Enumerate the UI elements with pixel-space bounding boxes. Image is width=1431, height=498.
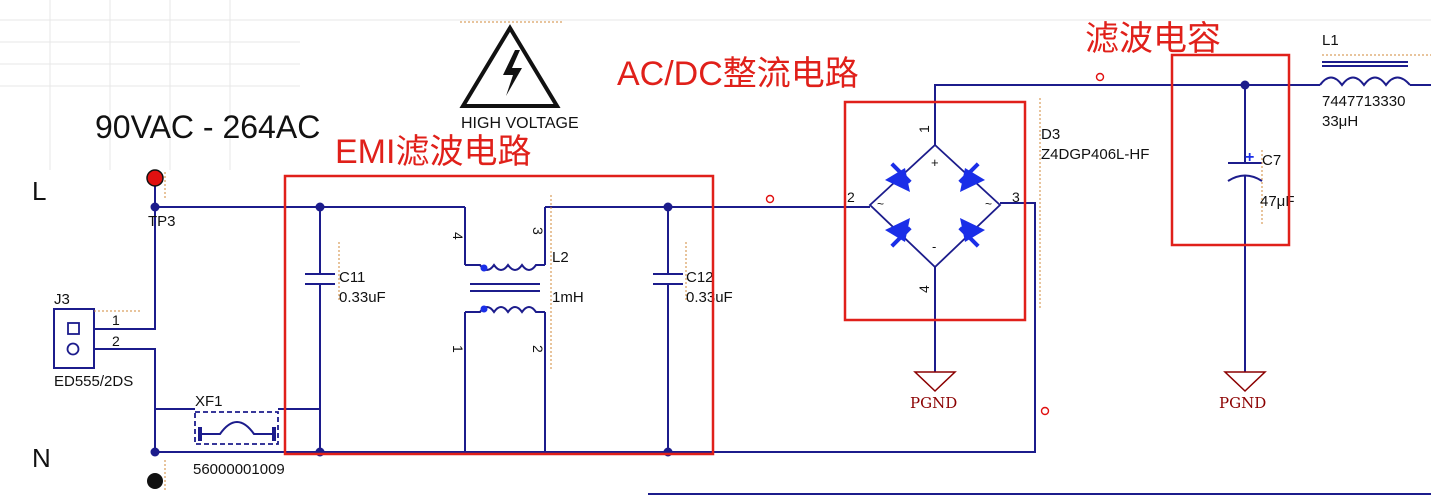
svg-text:+: + [931,155,939,170]
acdc-title: AC/DC整流电路 [617,55,859,93]
net-markers [765,72,1105,416]
c12-ref: C12 [686,269,714,286]
pgnd-symbol-cap: PGND [1219,371,1267,412]
pgnd-symbol-bridge: PGND [910,371,957,412]
c7-ref: C7 [1262,152,1281,169]
svg-text:-: - [932,239,936,254]
c11-ref: C11 [339,269,365,286]
svg-text:~: ~ [985,197,992,211]
l2-pin4: 4 [450,232,466,240]
filter-cap-title: 滤波电容 [1085,20,1221,58]
l2-ref: L2 [552,249,569,266]
pgnd-label-2: PGND [1219,394,1266,412]
l2-pin2: 2 [530,345,546,353]
acdc-rectifier-annotation: AC/DC整流电路 [617,55,1027,322]
polarity-plus-icon: + [1245,149,1254,166]
j3-pin1: 1 [112,312,120,328]
l1-inductor[interactable]: L1 7447713330 33μH [1319,32,1431,130]
neutral-test-point[interactable] [147,460,166,490]
l2-pin3: 3 [530,227,546,235]
d3-pin4: 4 [916,285,932,293]
j3-value: ED555/2DS [54,373,133,390]
input-voltage-label: 90VAC - 264AC [95,109,320,145]
l1-value2: 33μH [1322,113,1358,130]
c7-value: 47μF [1260,193,1295,210]
c12-capacitor[interactable]: C12 0.33uF [653,242,733,306]
lightning-bolt-icon [503,50,522,96]
warning-text: HIGH VOLTAGE [461,115,579,132]
j3-pin2: 2 [112,333,120,349]
d3-bridge-rectifier[interactable]: + - ~ ~ 1 2 3 4 D3 Z4DGP406L-HF [847,98,1149,310]
d3-pin3: 3 [1012,189,1020,205]
d3-pin1: 1 [916,125,932,133]
l2-value: 1mH [552,289,584,306]
c7-capacitor[interactable]: + C7 47μF [1227,149,1295,225]
neutral-terminal-label: N [32,443,51,473]
emi-filter-annotation: EMI滤波电路 [283,133,715,456]
d3-pin2: 2 [847,189,855,205]
j3-connector[interactable]: J3 1 2 ED555/2DS [53,291,140,390]
pgnd-label-1: PGND [910,394,957,412]
l1-value: 7447713330 [1322,93,1405,110]
c11-value: 0.33uF [339,289,386,306]
c11-capacitor[interactable]: C11 0.33uF [305,242,386,306]
high-voltage-warning: HIGH VOLTAGE [459,21,579,132]
d3-value: Z4DGP406L-HF [1041,146,1149,163]
svg-text:~: ~ [877,197,884,211]
xf1-ref: XF1 [195,393,223,410]
line-terminal-label: L [32,176,46,206]
tp3-ref: TP3 [148,213,176,230]
xf1-fuse[interactable]: XF1 56000001009 [193,393,285,478]
diode-icon [885,162,985,248]
d3-ref: D3 [1041,126,1060,143]
l2-pin1: 1 [450,345,466,353]
background-grid [0,0,1431,170]
xf1-value: 56000001009 [193,461,285,478]
wires [94,84,1431,495]
l1-ref: L1 [1322,32,1339,49]
tp3-test-point[interactable]: TP3 [146,169,176,230]
l2-common-mode-choke[interactable]: 4 3 1 2 L2 1mH [450,195,584,370]
emi-filter-title: EMI滤波电路 [335,133,531,171]
c12-value: 0.33uF [686,289,733,306]
j3-ref: J3 [54,291,70,308]
filter-capacitor-annotation: 滤波电容 [1085,20,1291,247]
